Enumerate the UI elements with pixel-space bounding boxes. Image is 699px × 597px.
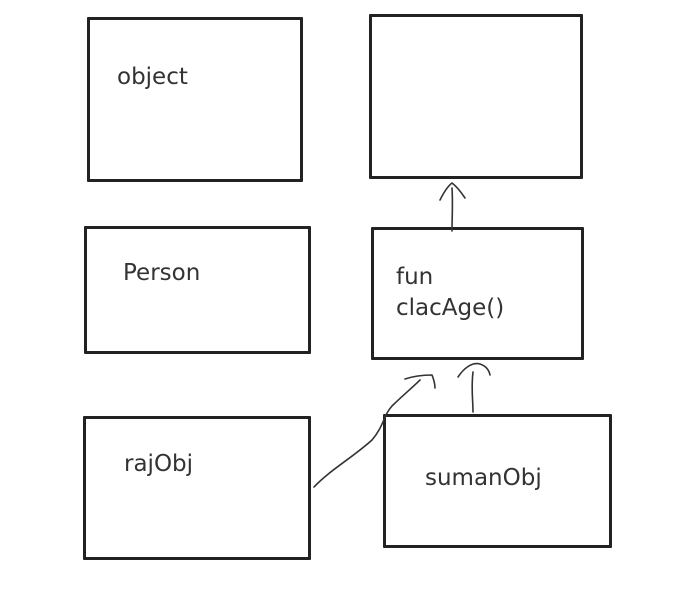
person-label: Person: [123, 260, 201, 286]
arrowhead-raj-to-proto: [404, 374, 436, 389]
person-prototype-box: [371, 227, 584, 360]
sumanobj-label: sumanObj: [425, 465, 542, 491]
arrow-suman-to-proto: [471, 371, 474, 413]
arrowhead-suman-to-proto: [457, 362, 491, 378]
arrowhead-proto-to-object: [439, 182, 466, 201]
empty-prototype-box: [369, 14, 583, 179]
person-box: [84, 226, 311, 354]
object-label: object: [117, 64, 188, 90]
object-box: [87, 17, 303, 182]
rajobj-label: rajObj: [124, 451, 194, 477]
prototype-fun-label: fun: [396, 264, 434, 290]
prototype-method-label: clacAge(): [396, 295, 505, 321]
rajobj-box: [83, 416, 311, 560]
